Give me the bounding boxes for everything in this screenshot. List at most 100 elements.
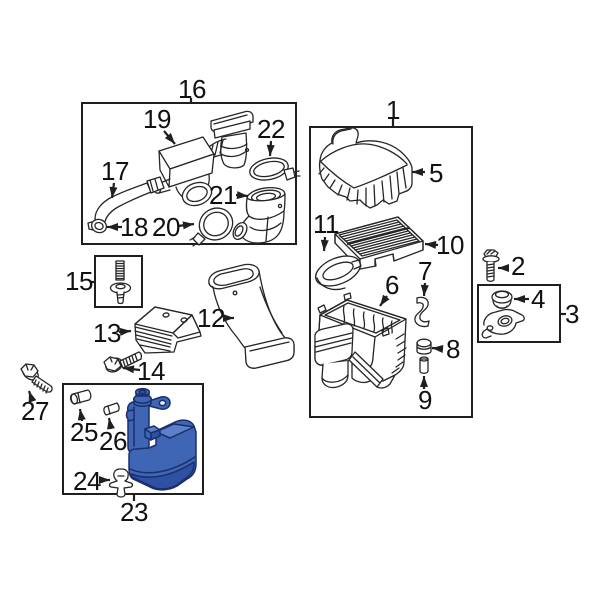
leader-27	[27, 390, 37, 403]
callout-21[interactable]: 21	[209, 180, 237, 210]
arrowhead-11	[320, 239, 329, 251]
leader-17	[109, 182, 118, 199]
leader-18	[107, 223, 122, 231]
leader-22	[266, 140, 275, 157]
leader-14	[122, 365, 141, 374]
part-25-bushing-drawing	[69, 389, 92, 405]
arrowhead-22	[266, 144, 275, 156]
part-26-pin-drawing	[103, 402, 120, 416]
part-22-hose-clamp-drawing	[249, 157, 301, 181]
leader-10	[424, 240, 439, 249]
callout-2[interactable]: 2	[511, 251, 525, 281]
part-6-air-cleaner-body-drawing	[314, 292, 407, 389]
callout-26[interactable]: 26	[99, 426, 127, 456]
part-20-hose-clamp-drawing	[189, 207, 234, 247]
callout-3[interactable]: 3	[565, 299, 579, 329]
part-21-air-duct-drawing	[232, 186, 286, 244]
part-15-stud-and-screw-drawing	[109, 260, 132, 305]
part-7-bracket-drawing	[414, 296, 430, 328]
arrowhead-5	[412, 168, 423, 176]
part-17-air-intake-hose-drawing	[87, 176, 165, 234]
callout-1[interactable]: 1	[386, 95, 400, 125]
callout-25[interactable]: 25	[70, 417, 98, 447]
callout-5[interactable]: 5	[429, 158, 443, 188]
leader-12	[223, 314, 234, 322]
arrowhead-27	[28, 391, 37, 403]
arrowhead-25	[77, 409, 86, 421]
callout-17[interactable]: 17	[101, 156, 129, 186]
part-8-grommet-drawing	[416, 338, 432, 355]
group-box-1	[309, 126, 473, 418]
part-2-bolt-drawing	[482, 249, 500, 282]
group-boxes	[62, 102, 561, 495]
callout-22[interactable]: 22	[257, 114, 285, 144]
arrowhead-14	[123, 365, 135, 374]
leader-8	[431, 345, 444, 353]
part-24-clip-drawing	[108, 468, 134, 498]
callout-4[interactable]: 4	[531, 284, 545, 314]
leader-21	[235, 191, 249, 200]
callout-11[interactable]: 11	[313, 209, 340, 239]
part-19-intake-hose-assembly-drawing	[148, 110, 254, 207]
arrowhead-6	[380, 294, 390, 306]
callout-8[interactable]: 8	[446, 334, 460, 364]
callout-10[interactable]: 10	[436, 230, 464, 260]
leader-2	[498, 264, 509, 272]
part-3-bracket-drawing	[481, 308, 525, 339]
arrowhead-21	[236, 191, 248, 200]
callout-16[interactable]: 16	[178, 74, 206, 104]
arrowhead-13	[119, 327, 131, 336]
callout-9[interactable]: 9	[418, 385, 432, 415]
leader-20	[177, 221, 195, 230]
callout-19[interactable]: 19	[143, 104, 171, 134]
callout-20[interactable]: 20	[152, 212, 180, 242]
callout-24[interactable]: 24	[73, 466, 101, 496]
leader-13	[118, 327, 132, 336]
callout-7[interactable]: 7	[418, 256, 432, 286]
callout-27[interactable]: 27	[21, 396, 49, 426]
callout-12[interactable]: 12	[197, 303, 225, 333]
arrowhead-2	[498, 264, 509, 272]
arrowhead-7	[420, 284, 429, 296]
arrowhead-10	[425, 240, 437, 249]
part-23-resonator-highlighted-drawing[interactable]	[125, 387, 197, 491]
leader-6	[379, 294, 390, 307]
arrowhead-4	[514, 295, 525, 303]
callout-14[interactable]: 14	[137, 356, 165, 386]
part-13-cover-drawing	[134, 306, 202, 354]
leader-9	[420, 376, 428, 389]
arrowhead-18	[107, 223, 118, 231]
leader-11	[320, 236, 329, 252]
arrowhead-19	[164, 133, 175, 144]
leader-26	[107, 417, 115, 430]
part-12-air-guide-drawing	[208, 263, 295, 369]
part-9-pin-drawing	[419, 356, 429, 374]
leader-25	[77, 408, 86, 422]
part-14-bolt-drawing	[103, 351, 143, 373]
callout-23[interactable]: 23	[120, 497, 148, 527]
callout-18[interactable]: 18	[120, 212, 148, 242]
arrowhead-9	[420, 376, 428, 387]
leader-5	[412, 168, 425, 176]
leader-24	[99, 476, 110, 484]
part-5-air-cleaner-cover-drawing	[318, 127, 413, 209]
arrowhead-12	[223, 314, 234, 322]
callout-15[interactable]: 15	[65, 266, 93, 296]
part-4-insulator-drawing	[491, 290, 513, 309]
leader-lines	[27, 98, 566, 501]
arrowhead-24	[99, 476, 110, 484]
callout-6[interactable]: 6	[385, 270, 399, 300]
leader-7	[420, 282, 429, 297]
part-11-air-duct-ring-drawing	[315, 255, 362, 291]
arrowhead-26	[107, 418, 115, 430]
callout-13[interactable]: 13	[93, 318, 121, 348]
arrowhead-17	[109, 186, 118, 198]
part-27-bolt-drawing	[20, 363, 53, 394]
leader-19	[163, 130, 176, 145]
arrowhead-20	[182, 221, 194, 230]
leader-4	[514, 295, 529, 303]
group-box-16	[81, 102, 297, 245]
